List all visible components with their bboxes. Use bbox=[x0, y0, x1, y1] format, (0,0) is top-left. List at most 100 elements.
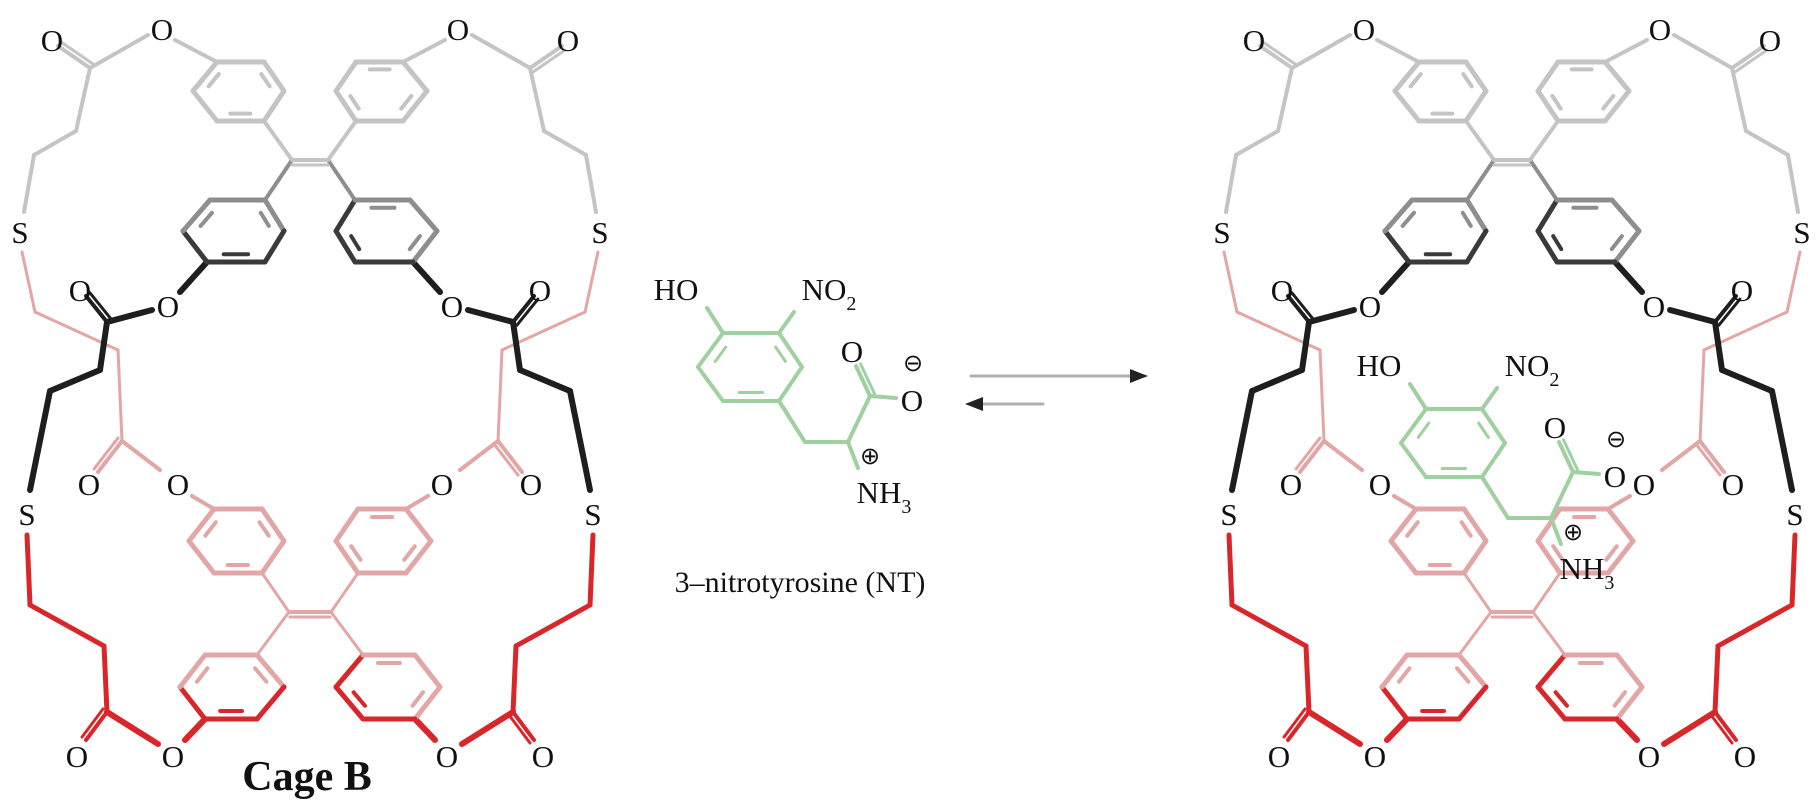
nitro-text: NO bbox=[802, 272, 847, 307]
double-bond bbox=[1258, 44, 1294, 70]
ring-inner-bond bbox=[348, 94, 361, 111]
sulfur-label: S bbox=[1213, 215, 1230, 250]
ring-bond bbox=[1535, 538, 1563, 576]
oxygen-label: O bbox=[1364, 739, 1386, 774]
oxygen-label: O bbox=[520, 467, 542, 502]
bond bbox=[116, 348, 124, 443]
oxygen-label: O bbox=[532, 739, 554, 774]
positive-charge-icon: ⊕ bbox=[860, 442, 880, 470]
double-bond bbox=[1694, 442, 1722, 477]
oxygen-label: O bbox=[1643, 289, 1665, 324]
bond bbox=[410, 259, 443, 295]
bond bbox=[104, 307, 155, 325]
bond bbox=[326, 119, 358, 162]
bond bbox=[517, 367, 573, 394]
ring-bond bbox=[1535, 506, 1563, 544]
ring-bond bbox=[262, 197, 287, 234]
bond bbox=[1379, 259, 1412, 295]
double-bond bbox=[1298, 439, 1326, 474]
bond bbox=[1549, 470, 1575, 520]
nitro-label: NO2 bbox=[1505, 348, 1560, 391]
bond bbox=[1719, 367, 1775, 394]
sulfur-label: S bbox=[591, 215, 608, 250]
double-bond bbox=[1282, 707, 1307, 739]
double-bond bbox=[1261, 40, 1297, 66]
hydroxyl-label: HO bbox=[654, 272, 699, 307]
bond bbox=[182, 716, 208, 743]
ring-bond bbox=[1605, 538, 1636, 576]
oxygen-label: O bbox=[1268, 739, 1290, 774]
bond bbox=[329, 610, 365, 657]
ring-bond bbox=[190, 59, 220, 94]
bond bbox=[510, 643, 519, 715]
oxygen-label: O bbox=[41, 23, 63, 58]
ring-inner-bond bbox=[1455, 666, 1471, 684]
double-bond bbox=[854, 364, 872, 398]
ring-inner-bond bbox=[257, 520, 271, 538]
bond bbox=[1785, 250, 1802, 314]
bond bbox=[868, 394, 898, 400]
ring-bond bbox=[696, 331, 725, 369]
ring-inner-bond bbox=[407, 234, 422, 252]
bond bbox=[1464, 119, 1496, 162]
bond bbox=[401, 38, 447, 64]
reverse-arrowhead-icon bbox=[965, 397, 983, 411]
bond bbox=[567, 388, 593, 493]
bond bbox=[1531, 571, 1562, 614]
oxygen-label: O bbox=[66, 739, 88, 774]
ring-bond bbox=[403, 538, 434, 576]
bond bbox=[27, 388, 53, 493]
ring-bond bbox=[1614, 652, 1645, 690]
ring-inner-bond bbox=[1609, 234, 1624, 252]
ring-inner-bond bbox=[1460, 210, 1473, 228]
bond bbox=[260, 571, 291, 614]
bond bbox=[470, 33, 532, 70]
bond bbox=[101, 643, 110, 715]
ring-bond bbox=[1605, 506, 1636, 544]
sulfur-label: S bbox=[584, 497, 601, 532]
bond bbox=[1730, 66, 1748, 133]
ring-inner-bond bbox=[1601, 94, 1616, 111]
double-bond bbox=[507, 713, 532, 745]
bond bbox=[104, 709, 161, 747]
double-bond bbox=[84, 294, 109, 324]
ring-inner-bond bbox=[349, 234, 362, 252]
bond bbox=[1603, 38, 1649, 64]
ring-bond bbox=[1614, 684, 1645, 722]
ring-bond bbox=[410, 228, 440, 265]
bond bbox=[1698, 348, 1706, 443]
ring-bond bbox=[696, 365, 725, 403]
negative-charge-icon: ⊖ bbox=[903, 349, 923, 377]
ring-bond bbox=[1602, 88, 1632, 124]
subscript-3: 3 bbox=[1604, 572, 1614, 594]
ring-inner-bond bbox=[206, 72, 221, 89]
bond bbox=[496, 348, 504, 443]
bond bbox=[777, 310, 796, 335]
ring-inner-bond bbox=[1551, 544, 1565, 562]
bond bbox=[846, 440, 860, 470]
ring-bond bbox=[1602, 59, 1632, 94]
double-bond bbox=[1294, 436, 1322, 471]
oxygen-label: O bbox=[1243, 23, 1265, 58]
ring-bond bbox=[1399, 441, 1428, 479]
ring-bond bbox=[1382, 228, 1412, 265]
negative-charge-icon: ⊖ bbox=[1606, 425, 1626, 453]
double-bond bbox=[88, 291, 113, 321]
bond bbox=[705, 306, 725, 335]
bond bbox=[1667, 307, 1718, 325]
double-bond bbox=[1557, 440, 1575, 474]
ring-bond bbox=[1463, 88, 1489, 124]
bond bbox=[120, 439, 162, 472]
bond bbox=[1661, 709, 1718, 747]
ring-inner-bond bbox=[1477, 421, 1490, 439]
double-bond bbox=[511, 710, 536, 742]
double-bond bbox=[92, 436, 120, 471]
oxygen-label: O bbox=[1649, 12, 1671, 47]
bond bbox=[22, 153, 36, 214]
double-bond bbox=[1698, 439, 1726, 474]
ring-bond bbox=[333, 59, 359, 94]
sulfur-label: S bbox=[1786, 497, 1803, 532]
ring-bond bbox=[1461, 538, 1489, 576]
